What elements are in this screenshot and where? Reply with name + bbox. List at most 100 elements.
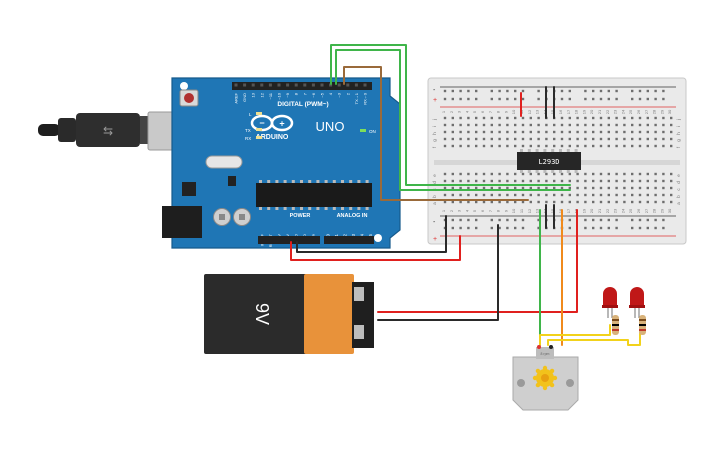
breadboard-hole[interactable] [537,137,540,141]
breadboard-hole[interactable] [514,186,517,190]
rail-hole[interactable] [584,97,587,101]
breadboard-hole[interactable] [584,200,587,204]
rail-hole[interactable] [584,218,587,222]
breadboard-hole[interactable] [654,200,657,204]
breadboard-hole[interactable] [654,123,657,127]
breadboard-hole[interactable] [521,137,525,141]
rail-hole[interactable] [451,89,454,93]
digital-pin-socket[interactable] [303,83,307,87]
breadboard-hole[interactable] [576,193,579,197]
breadboard-hole[interactable] [662,186,665,190]
breadboard-hole[interactable] [537,186,540,190]
breadboard-hole[interactable] [670,116,673,120]
rail-hole[interactable] [498,218,501,222]
breadboard-hole[interactable] [506,137,509,141]
rail-hole[interactable] [584,89,587,93]
digital-pin-socket[interactable] [260,83,264,87]
breadboard-hole[interactable] [459,137,462,141]
breadboard-hole[interactable] [560,130,564,134]
breadboard-hole[interactable] [451,137,454,141]
breadboard-hole[interactable] [638,116,642,120]
breadboard-hole[interactable] [467,130,470,134]
breadboard-hole[interactable] [498,130,501,134]
breadboard-hole[interactable] [623,137,626,141]
breadboard-hole[interactable] [475,116,478,120]
breadboard-hole[interactable] [607,144,610,148]
breadboard-hole[interactable] [537,123,540,127]
breadboard-hole[interactable] [638,130,642,134]
rail-hole[interactable] [568,89,571,93]
breadboard-hole[interactable] [662,130,665,134]
digital-pin-socket[interactable] [286,83,290,87]
breadboard-hole[interactable] [568,193,571,197]
rail-hole[interactable] [459,89,462,93]
breadboard-hole[interactable] [646,116,649,120]
rail-hole[interactable] [560,89,564,93]
breadboard-hole[interactable] [646,172,649,176]
breadboard-hole[interactable] [451,144,454,148]
breadboard-hole[interactable] [592,116,595,120]
breadboard-hole[interactable] [670,179,673,183]
rail-hole[interactable] [451,97,454,101]
breadboard-hole[interactable] [584,144,587,148]
breadboard-hole[interactable] [623,186,626,190]
rail-hole[interactable] [521,97,525,101]
breadboard-hole[interactable] [443,130,447,134]
breadboard-hole[interactable] [498,137,501,141]
breadboard-hole[interactable] [482,137,486,141]
breadboard-hole[interactable] [662,179,665,183]
breadboard-hole[interactable] [482,200,486,204]
rail-hole[interactable] [607,89,610,93]
breadboard-hole[interactable] [467,179,470,183]
rail-hole[interactable] [662,89,665,93]
breadboard-hole[interactable] [459,172,462,176]
breadboard-hole[interactable] [662,200,665,204]
breadboard-hole[interactable] [467,137,470,141]
rail-hole[interactable] [514,218,517,222]
rail-hole[interactable] [654,97,657,101]
breadboard-hole[interactable] [553,144,556,148]
breadboard-hole[interactable] [537,179,540,183]
breadboard-hole[interactable] [615,186,618,190]
breadboard-hole[interactable] [482,179,486,183]
breadboard-hole[interactable] [467,144,470,148]
breadboard-hole[interactable] [592,130,595,134]
rail-hole[interactable] [607,218,610,222]
breadboard-hole[interactable] [467,200,470,204]
breadboard-hole[interactable] [529,186,532,190]
rail-hole[interactable] [654,218,657,222]
breadboard-hole[interactable] [514,179,517,183]
breadboard-hole[interactable] [631,200,634,204]
breadboard-hole[interactable] [467,123,470,127]
rail-hole[interactable] [615,97,618,101]
breadboard-hole[interactable] [623,172,626,176]
breadboard-hole[interactable] [662,116,665,120]
breadboard-hole[interactable] [498,172,501,176]
breadboard-hole[interactable] [537,144,540,148]
breadboard-hole[interactable] [568,123,571,127]
rail-hole[interactable] [443,97,447,101]
breadboard-hole[interactable] [459,144,462,148]
digital-pin-socket[interactable] [277,83,281,87]
rail-hole[interactable] [475,97,478,101]
breadboard-hole[interactable] [646,130,649,134]
breadboard-hole[interactable] [646,144,649,148]
breadboard-hole[interactable] [568,130,571,134]
breadboard-hole[interactable] [584,123,587,127]
breadboard-hole[interactable] [631,172,634,176]
breadboard-hole[interactable] [498,193,501,197]
breadboard-hole[interactable] [459,116,462,120]
rail-hole[interactable] [467,226,470,230]
breadboard-hole[interactable] [475,137,478,141]
digital-pin-socket[interactable] [311,83,315,87]
rail-hole[interactable] [568,97,571,101]
breadboard-hole[interactable] [506,186,509,190]
breadboard-hole[interactable] [615,116,618,120]
breadboard-hole[interactable] [545,179,548,183]
rail-hole[interactable] [599,89,603,93]
breadboard-hole[interactable] [576,123,579,127]
breadboard-hole[interactable] [560,137,564,141]
rail-hole[interactable] [607,97,610,101]
breadboard-hole[interactable] [506,144,509,148]
rail-hole[interactable] [646,97,649,101]
